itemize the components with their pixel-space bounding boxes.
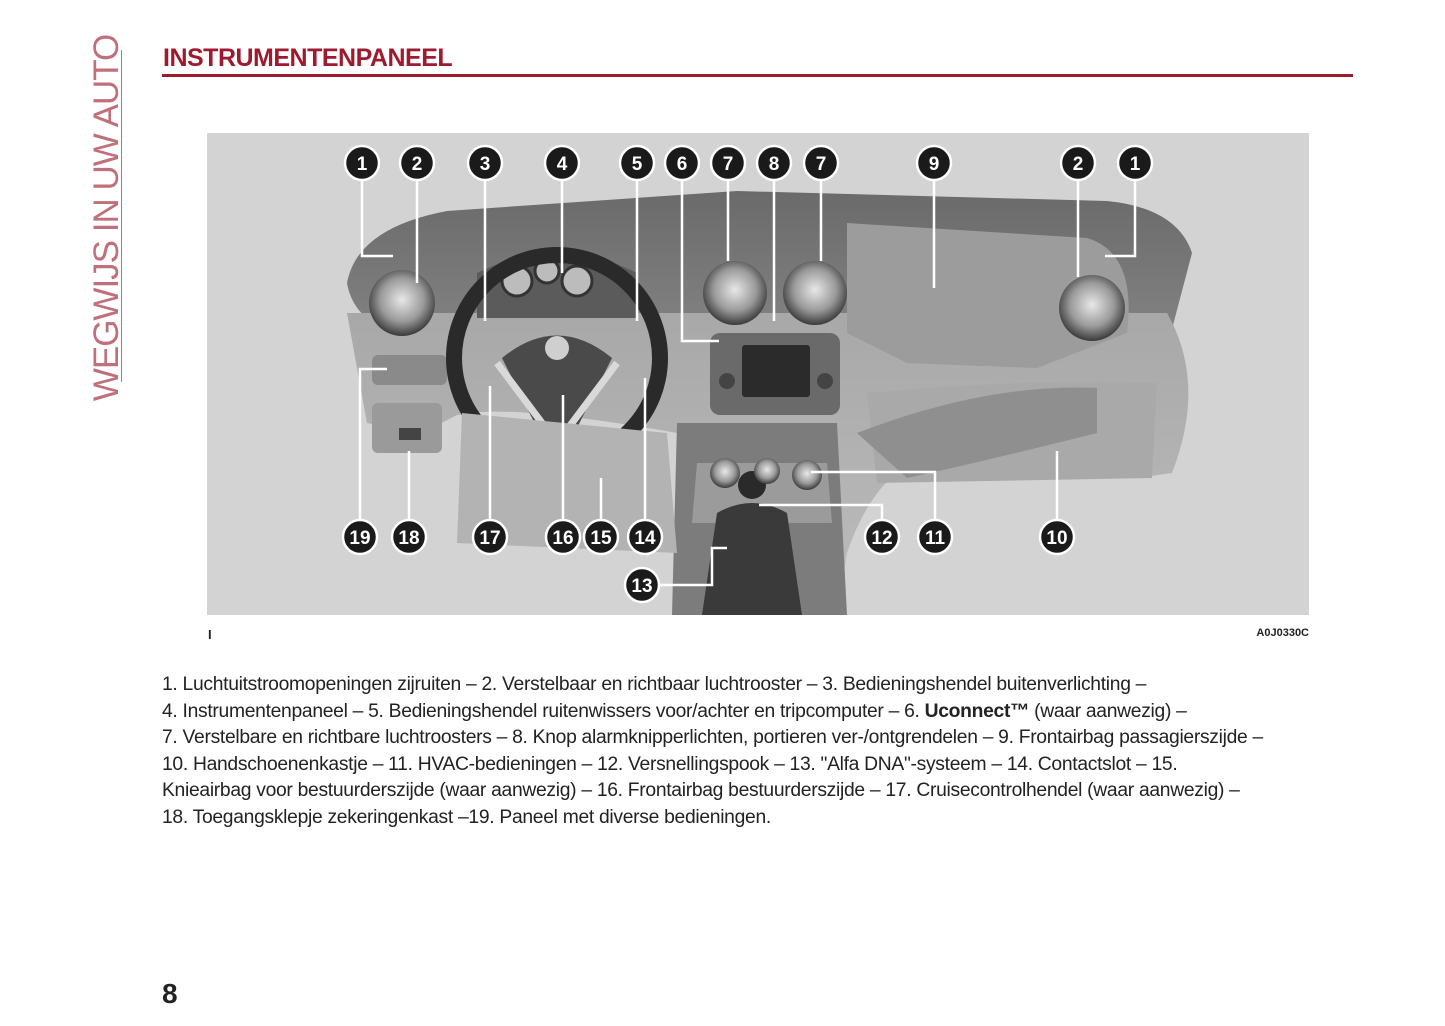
svg-text:18: 18 [398,528,419,549]
svg-text:2: 2 [412,154,423,175]
svg-text:9: 9 [929,154,940,175]
svg-text:15: 15 [590,528,612,549]
callout-6: 6 [663,144,701,182]
legend-line: 18. Toegangsklepje zekeringenkast –19. P… [162,806,771,828]
legend-line: 4. Instrumentenpaneel – 5. Bedieningshen… [162,699,1377,726]
title-underline [162,74,1353,77]
callout-19: 19 [341,518,379,556]
figure-legend: 1. Luchtuitstroomopeningen zijruiten – 2… [162,672,1377,831]
section-side-title: WEGWIJS IN UW AUTO [82,34,132,400]
svg-text:2: 2 [1073,154,1084,175]
legend-brand-uconnect: Uconnect™ [924,700,1030,722]
callout-7-left: 7 [709,144,747,182]
svg-text:7: 7 [723,154,734,175]
callout-18: 18 [390,518,428,556]
callout-10: 10 [1038,518,1076,556]
svg-text:7: 7 [816,154,827,175]
svg-text:3: 3 [480,154,491,175]
page-title: INSTRUMENTENPANEEL [163,44,453,72]
callout-1-right: 1 [1116,144,1154,182]
callout-8: 8 [755,144,793,182]
svg-text:13: 13 [631,576,652,597]
callout-11: 11 [916,518,954,556]
callout-3: 3 [466,144,504,182]
figure-marker: I [208,627,212,642]
figure-code: A0J0330C [1256,627,1309,639]
svg-text:8: 8 [769,154,780,175]
callout-17: 17 [471,518,509,556]
dashboard-drawing: 1 2 3 4 5 6 7 8 7 9 2 1 19 18 17 16 15 1… [341,144,1192,615]
callout-15: 15 [582,518,620,556]
svg-text:4: 4 [557,154,568,175]
svg-text:12: 12 [871,528,892,549]
legend-line: 1. Luchtuitstroomopeningen zijruiten – 2… [162,674,1147,695]
callout-13: 13 [623,566,661,604]
svg-text:1: 1 [357,154,368,175]
legend-text: 4. Instrumentenpaneel – 5. Bedieningshen… [162,700,925,722]
callout-16: 16 [544,518,582,556]
callout-4: 4 [543,144,581,182]
svg-text:5: 5 [632,154,643,175]
callout-5: 5 [618,144,656,182]
callout-2-right: 2 [1059,144,1097,182]
page-number: 8 [162,978,178,1009]
callout-badges: 1 2 3 4 5 6 7 8 7 9 2 1 19 18 17 16 15 1… [341,144,1154,604]
legend-line: 10. Handschoenenkastje – 11. HVAC-bedien… [162,753,1178,775]
svg-text:11: 11 [925,528,946,549]
svg-text:17: 17 [479,528,500,549]
svg-text:1: 1 [1130,154,1141,175]
svg-text:14: 14 [634,528,656,549]
callout-2-left: 2 [398,144,436,182]
svg-text:6: 6 [677,154,688,175]
legend-line: 7. Verstelbare en richtbare luchtrooster… [162,727,1263,748]
svg-text:16: 16 [552,528,573,549]
callout-1-left: 1 [343,144,381,182]
dashboard-illustration: 1 2 3 4 5 6 7 8 7 9 2 1 19 18 17 16 15 1… [207,133,1309,615]
callout-7-right: 7 [802,144,840,182]
legend-line: Knieairbag voor bestuurderszijde (waar a… [162,780,1240,801]
callout-12: 12 [863,518,901,556]
svg-text:10: 10 [1046,528,1067,549]
svg-text:19: 19 [349,528,370,549]
side-divider [121,50,122,382]
callout-14: 14 [626,518,664,556]
legend-text: (waar aanwezig) – [1029,700,1187,722]
callout-9: 9 [915,144,953,182]
